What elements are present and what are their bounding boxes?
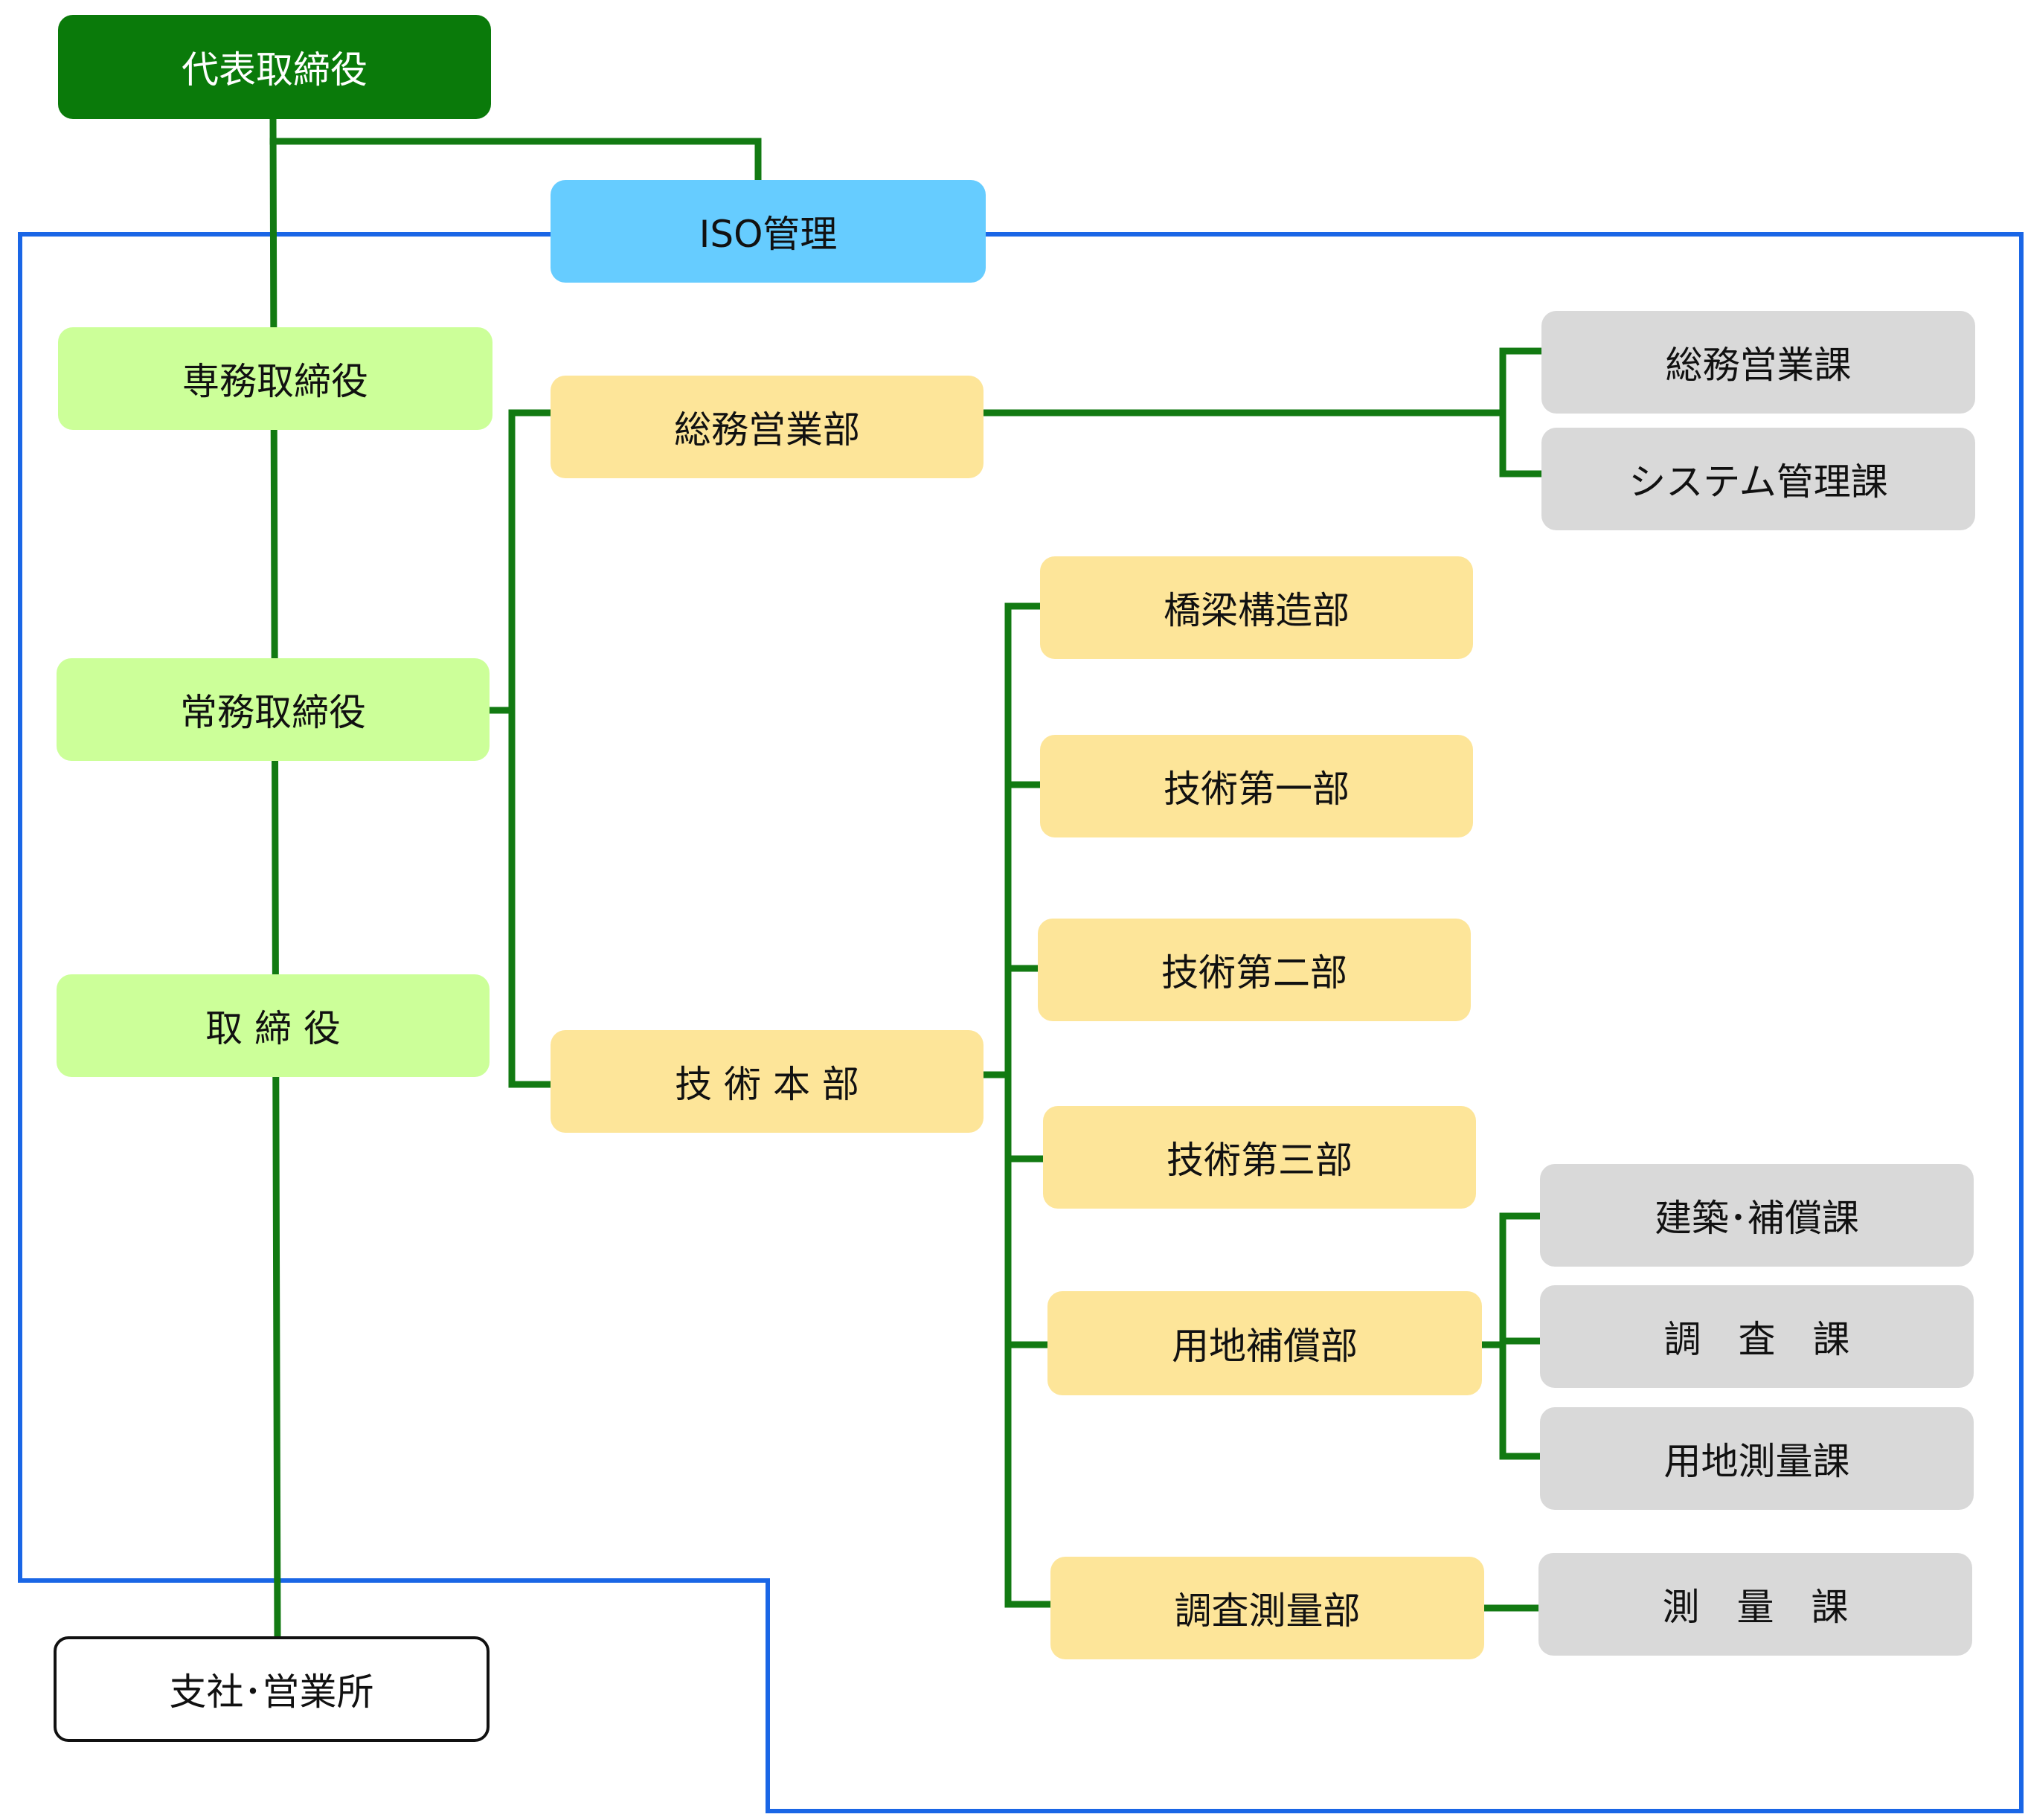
president-box: 代表取締役	[58, 15, 491, 119]
survey-dept-box: 調査測量部	[1050, 1557, 1484, 1659]
line-managing-to-depts	[486, 409, 554, 1088]
bridge-structure-dept-box: 橋梁構造部	[1040, 556, 1473, 659]
managing-director-box: 常務取締役	[57, 658, 490, 761]
survey-section-box: 測 量 課	[1538, 1553, 1972, 1656]
general-affairs-sales-section-box: 総務営業課	[1541, 311, 1975, 414]
line-general-dept-to-sections	[980, 347, 1545, 477]
tech-dept-2-box: 技術第二部	[1038, 919, 1471, 1021]
line-land-dept-to-sections	[1478, 1212, 1544, 1460]
iso-scope-border	[18, 232, 2024, 1813]
land-compensation-dept-box: 用地補償部	[1047, 1291, 1482, 1395]
branch-office-box: 支社･営業所	[54, 1636, 490, 1742]
iso-management-box: ISO管理	[551, 180, 986, 283]
director-box: 取 締 役	[57, 974, 490, 1077]
system-management-section-box: システム管理課	[1541, 428, 1975, 530]
land-survey-section-box: 用地測量課	[1540, 1407, 1974, 1510]
general-affairs-sales-dept-box: 総務営業部	[551, 376, 983, 478]
line-president-to-iso	[269, 138, 762, 184]
engineering-hq-box: 技 術 本 部	[551, 1030, 983, 1133]
senior-managing-director-box: 専務取締役	[58, 327, 492, 430]
tech-dept-1-box: 技術第一部	[1040, 735, 1473, 837]
tech-dept-3-box: 技術第三部	[1043, 1106, 1476, 1209]
line-engineering-hq-to-depts	[980, 602, 1054, 1608]
investigation-section-box: 調 査 課	[1540, 1285, 1974, 1388]
building-compensation-section-box: 建築･補償課	[1540, 1164, 1974, 1267]
